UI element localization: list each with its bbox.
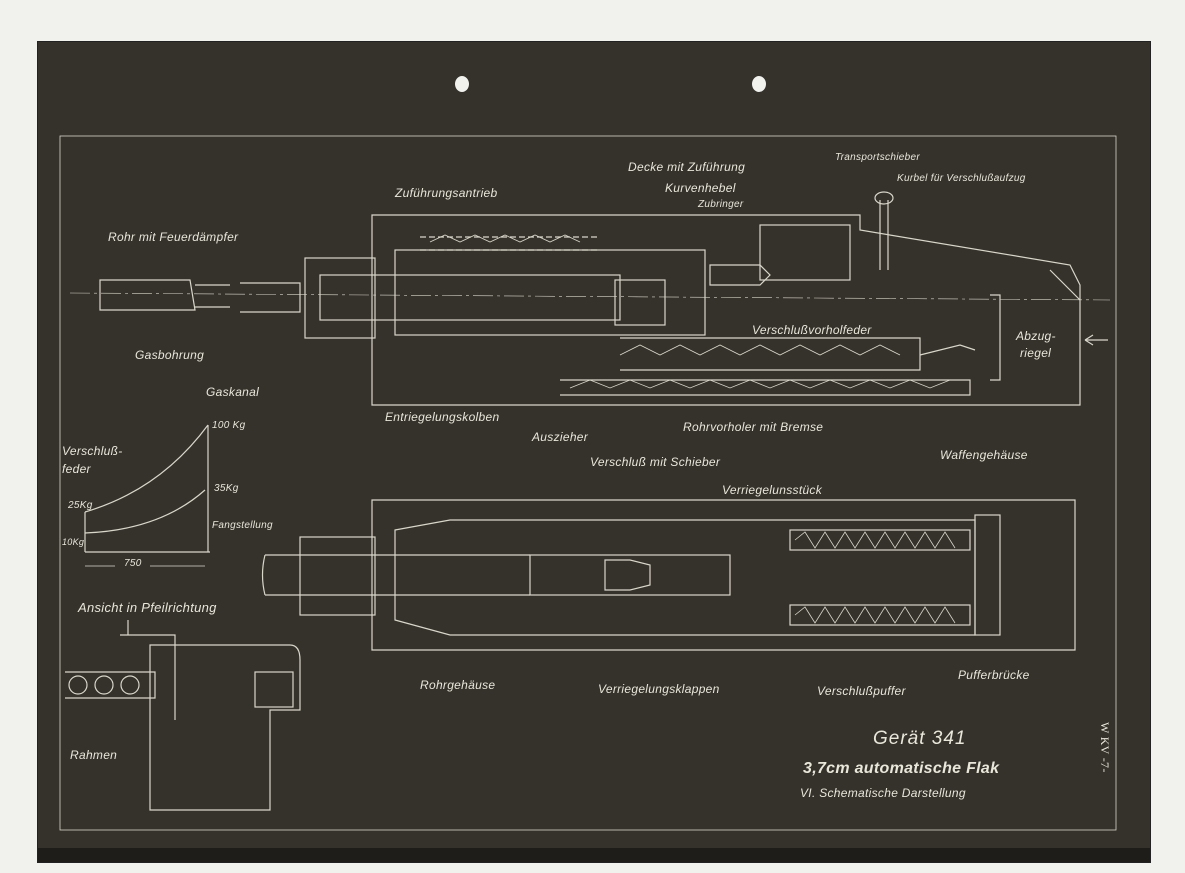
graph-travel-label: 750	[124, 558, 142, 569]
blueprint-photo	[38, 42, 1150, 862]
label-verriegelungsstueck: Verriegelunsstück	[722, 483, 823, 497]
label-verschluss-schieber: Verschluß mit Schieber	[590, 455, 721, 469]
label-riegel: riegel	[1020, 346, 1052, 360]
graph-label-1: Verschluß-	[62, 444, 123, 458]
label-decke: Decke mit Zuführung	[628, 160, 746, 174]
weapon-housing	[371, 214, 1081, 406]
trigger-latch	[919, 344, 976, 356]
punch-hole	[455, 76, 469, 92]
drawing-border	[59, 135, 1117, 831]
label-rahmen: Rahmen	[70, 748, 118, 762]
subtitle: 3,7cm automatische Flak	[803, 760, 1000, 777]
lower-section	[261, 499, 1076, 651]
label-rohr: Rohr mit Feuerdämpfer	[108, 230, 239, 244]
label-ansicht: Ansicht in Pfeilrichtung	[78, 600, 217, 615]
sheet-mark: W KV -7-	[1098, 722, 1112, 773]
label-verriegelungsklappen: Verriegelungsklappen	[598, 682, 720, 696]
graph-25kg-label: 25Kg	[68, 500, 93, 511]
locking-flaps	[604, 559, 651, 591]
label-pufferbruecke: Pufferbrücke	[958, 668, 1030, 682]
graph-label-2: feder	[62, 462, 91, 476]
punch-hole	[752, 76, 766, 92]
label-kurbel: Kurbel für Verschlußaufzug	[897, 173, 1026, 184]
label-gaskanal: Gaskanal	[206, 385, 260, 399]
label-waffengehaeuse: Waffengehäuse	[940, 448, 1028, 462]
label-zubringer: Zubringer	[698, 199, 744, 210]
muzzle-brake	[99, 279, 196, 311]
label-entriegelungskolben: Entriegelungskolben	[385, 410, 500, 424]
barrel-housing	[371, 499, 1076, 651]
crank-shaft	[879, 200, 889, 270]
label-transportschieber: Transportschieber	[835, 152, 920, 163]
lower-spring-curve	[84, 489, 206, 534]
spring-force-graph	[84, 424, 210, 567]
label-verschlusspuffer: Verschlußpuffer	[817, 684, 906, 698]
graph-10kg-label: 10Kg	[62, 537, 85, 547]
label-auszieher: Auszieher	[532, 430, 589, 444]
graph-max-label: 100 Kg	[212, 420, 246, 431]
graph-35kg-label: 35Kg	[214, 483, 239, 494]
label-zufuehrungsantrieb: Zuführungsantrieb	[395, 186, 498, 200]
label-vorholfeder: Verschlußvorholfeder	[752, 323, 872, 337]
graph-fangstellung-label: Fangstellung	[212, 520, 273, 531]
end-view	[65, 620, 301, 811]
upper-section	[69, 191, 1111, 406]
upper-spring-curve	[84, 424, 209, 513]
label-abzug: Abzug-	[1016, 329, 1056, 343]
arrow	[1084, 334, 1108, 346]
label-rohrgehaeuse: Rohrgehäuse	[420, 678, 496, 692]
label-gasbohrung: Gasbohrung	[135, 348, 205, 362]
cartridge	[709, 264, 771, 286]
title: Gerät 341	[873, 728, 967, 749]
section-title: VI. Schematische Darstellung	[800, 786, 966, 800]
label-kurvenhebel: Kurvenhebel	[665, 181, 736, 195]
label-rohrvorholer: Rohrvorholer mit Bremse	[683, 420, 824, 434]
crank-knob	[874, 191, 894, 205]
